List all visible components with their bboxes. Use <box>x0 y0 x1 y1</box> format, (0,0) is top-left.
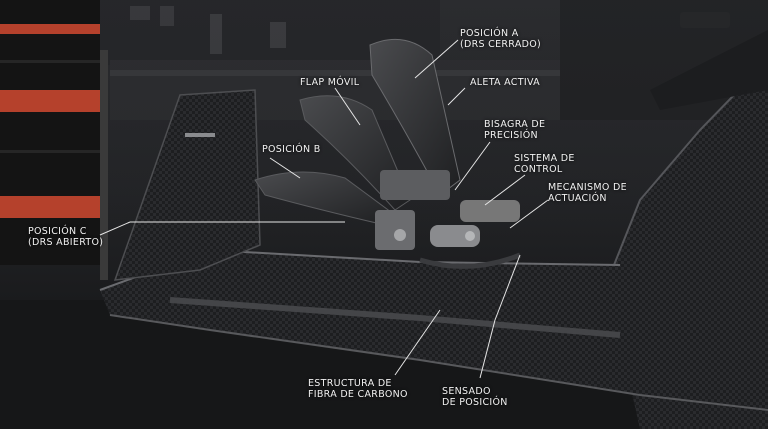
actuation-mechanism <box>375 170 521 269</box>
label-sensado: SENSADO DE POSICIÓN <box>442 386 508 408</box>
label-posicion-b: POSICIÓN B <box>262 144 321 155</box>
label-estructura-line2: FIBRA DE CARBONO <box>308 389 408 400</box>
label-posicion-c: POSICIÓN C (DRS ABIERTO) <box>28 226 103 248</box>
label-estructura: ESTRUCTURA DE FIBRA DE CARBONO <box>308 378 408 400</box>
label-bisagra-line1: BISAGRA DE <box>484 119 546 130</box>
label-sensado-line1: SENSADO <box>442 386 491 397</box>
label-bisagra: BISAGRA DE PRECISIÓN <box>484 119 545 141</box>
leader-lines <box>99 39 549 379</box>
label-mecanismo-line2: ACTUACIÓN <box>548 193 607 204</box>
label-posicion-b-line1: POSICIÓN B <box>262 144 321 155</box>
endplate-slot <box>185 133 215 137</box>
label-posicion-a: POSICIÓN A (DRS CERRADO) <box>460 28 541 50</box>
label-aleta-activa: ALETA ACTIVA <box>470 77 540 88</box>
label-sistema-control-line2: CONTROL <box>514 164 563 175</box>
label-estructura-line1: ESTRUCTURA DE <box>308 378 392 389</box>
label-bisagra-line2: PRECISIÓN <box>484 130 538 141</box>
label-flap-movil: FLAP MÓVIL <box>300 77 359 88</box>
label-posicion-a-line2: (DRS CERRADO) <box>460 39 542 50</box>
endplate <box>113 89 261 281</box>
label-posicion-a-line1: POSICIÓN A <box>460 28 519 39</box>
label-sensado-line2: DE POSICIÓN <box>442 397 508 408</box>
tire-stack <box>0 0 108 280</box>
label-aleta-activa-line1: ALETA ACTIVA <box>470 77 540 88</box>
label-posicion-c-line2: (DRS ABIERTO) <box>28 237 104 248</box>
label-flap-movil-line1: FLAP MÓVIL <box>300 77 360 88</box>
label-posicion-c-line1: POSICIÓN C <box>28 226 87 237</box>
label-sistema-control-line1: SISTEMA DE <box>514 153 575 164</box>
label-sistema-control: SISTEMA DE CONTROL <box>514 153 575 175</box>
label-mecanismo: MECANISMO DE ACTUACIÓN <box>548 182 627 204</box>
label-mecanismo-line1: MECANISMO DE <box>548 182 627 193</box>
